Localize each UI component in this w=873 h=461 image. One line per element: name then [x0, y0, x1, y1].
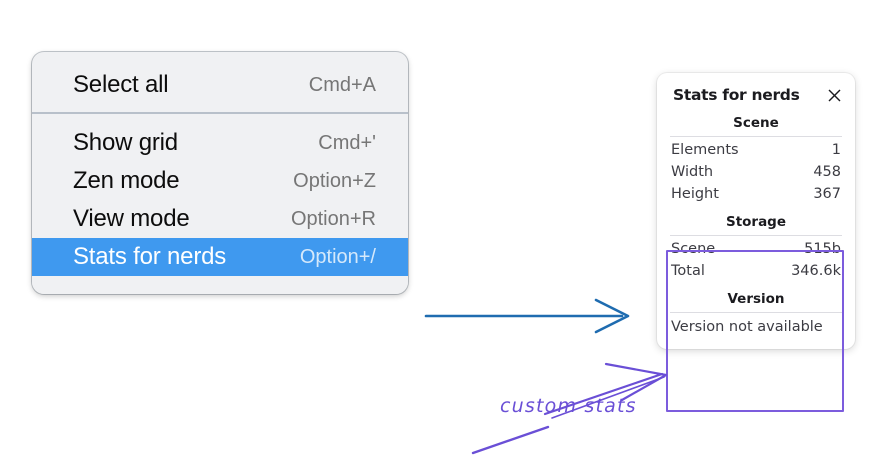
menu-item-stats-for-nerds[interactable]: Stats for nerds Option+/	[32, 238, 408, 276]
menu-bottom-padding	[32, 276, 408, 294]
purple-underline-annotation	[471, 425, 550, 455]
section-divider	[670, 235, 842, 236]
section-heading: Storage	[725, 214, 787, 230]
menu-item-zen-mode[interactable]: Zen mode Option+Z	[32, 162, 408, 200]
stats-section-scene: Scene Elements 1 Width 458 Height 367	[657, 106, 855, 205]
custom-stats-label: custom stats	[500, 395, 637, 417]
menu-item-label: Stats for nerds	[73, 243, 227, 270]
menu-item-label: Show grid	[73, 129, 178, 156]
menu-group-2: Show grid Cmd+' Zen mode Option+Z View m…	[32, 112, 408, 276]
stats-for-nerds-panel: Stats for nerds Scene Elements 1 Width 4…	[657, 73, 855, 349]
stat-key: Elements	[671, 142, 739, 158]
menu-group-1: Select all Cmd+A	[32, 58, 408, 112]
stat-row: Height 367	[669, 183, 843, 205]
stat-value: 458	[813, 164, 841, 180]
stat-key: Height	[671, 186, 719, 202]
stat-row: Total 346.6k	[669, 260, 843, 282]
stat-value: 1	[831, 142, 841, 158]
menu-item-shortcut: Option+/	[299, 245, 376, 268]
stat-row: Scene 515b	[669, 238, 843, 260]
stat-value: 515b	[804, 241, 841, 257]
stats-section-storage: Storage Scene 515b Total 346.6k	[657, 205, 855, 282]
stat-row: Elements 1	[669, 139, 843, 161]
stat-key: Scene	[671, 241, 716, 257]
section-divider	[670, 136, 842, 137]
menu-item-view-mode[interactable]: View mode Option+R	[32, 200, 408, 238]
section-heading: Scene	[733, 115, 779, 131]
menu-item-shortcut: Option+Z	[293, 169, 376, 192]
section-heading: Version	[727, 291, 785, 307]
stat-key: Total	[671, 263, 705, 279]
version-note: Version not available	[671, 319, 823, 335]
menu-item-label: Select all	[73, 71, 169, 98]
menu-item-shortcut: Option+R	[290, 207, 376, 230]
blue-arrow-annotation	[424, 298, 630, 334]
menu-item-shortcut: Cmd+A	[308, 73, 376, 96]
menu-item-shortcut: Cmd+'	[318, 131, 376, 154]
context-menu[interactable]: Select all Cmd+A Show grid Cmd+' Zen mod…	[32, 52, 408, 294]
menu-item-show-grid[interactable]: Show grid Cmd+'	[32, 124, 408, 162]
menu-item-select-all[interactable]: Select all Cmd+A	[32, 66, 408, 104]
stat-key: Width	[671, 164, 714, 180]
panel-header: Stats for nerds	[657, 83, 855, 106]
close-icon[interactable]	[825, 86, 843, 104]
stat-value: 346.6k	[791, 263, 841, 279]
menu-item-label: View mode	[73, 205, 190, 232]
stats-section-version: Version Version not available	[657, 282, 855, 337]
panel-title: Stats for nerds	[673, 86, 800, 104]
menu-item-label: Zen mode	[73, 167, 180, 194]
stat-row: Width 458	[669, 161, 843, 183]
stat-value: 367	[813, 186, 841, 202]
section-divider	[670, 312, 842, 313]
